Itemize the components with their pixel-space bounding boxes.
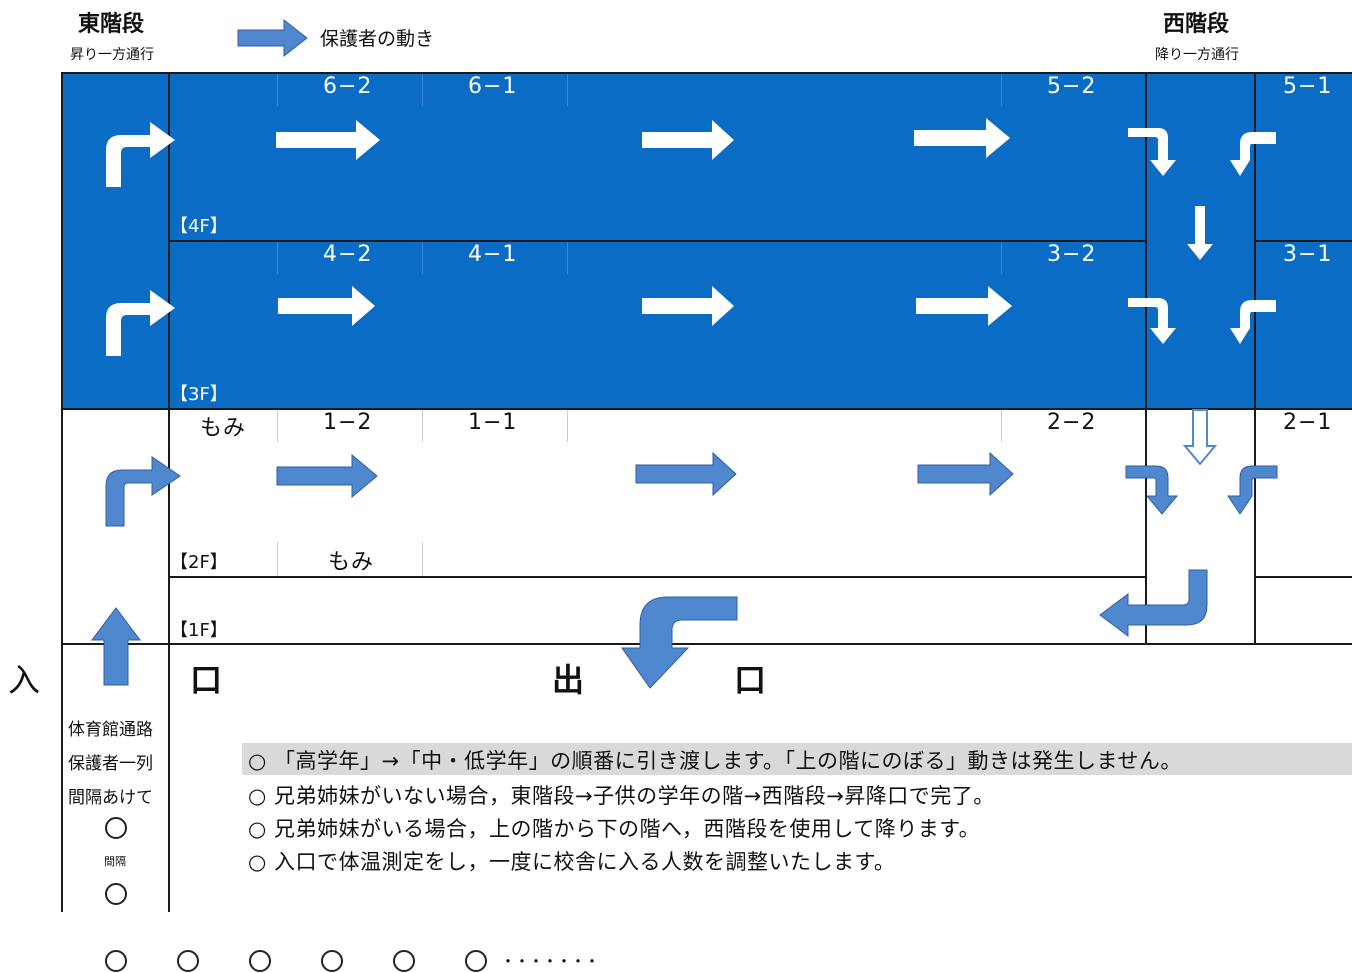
- west-stairs-left-wall: [1145, 72, 1147, 644]
- floor-label-1f: 【1F】: [170, 620, 228, 641]
- sidebar-line-1: 体育館通路: [68, 720, 153, 740]
- floor-divider-2-1-right: [1254, 576, 1352, 578]
- turn-up-right-arrow-icon: [106, 122, 175, 187]
- room-sep: [567, 242, 568, 274]
- east-stairs-title: 東階段: [78, 12, 145, 37]
- east-stairs-note: 昇り一方通行: [70, 47, 154, 63]
- note-4: ○ 入口で体温測定をし，一度に校舎に入る人数を調整いたします。: [248, 850, 896, 874]
- room-sep: [277, 410, 278, 442]
- sidebar-line-3: 間隔あけて: [68, 788, 153, 808]
- note-3: ○ 兄弟姉妹がいる場合，上の階から下の階へ，西階段を使用して降ります。: [248, 817, 981, 841]
- room-3-1: 3−1: [1283, 242, 1333, 267]
- right-arrow-icon: [917, 451, 1014, 497]
- room-sep: [277, 242, 278, 274]
- room-sep: [422, 542, 423, 576]
- room-sep: [277, 542, 278, 576]
- room-momi-2: もみ: [328, 550, 375, 575]
- queue-circle: [393, 950, 415, 972]
- room-4-2: 4−2: [323, 242, 373, 267]
- entrance-char: 入: [8, 661, 41, 699]
- entrance-mouth: 口: [190, 661, 223, 699]
- room-momi: もみ: [200, 416, 247, 441]
- room-sep: [1001, 242, 1002, 274]
- right-arrow-icon: [642, 120, 734, 160]
- legend-label: 保護者の動き: [320, 28, 435, 50]
- turn-down-left-arrow-icon: [1227, 465, 1278, 515]
- room-1-2: 1−2: [323, 410, 373, 435]
- room-sep: [422, 74, 423, 106]
- east-corridor-wall: [168, 72, 170, 912]
- room-sep: [567, 74, 568, 106]
- room-6-1: 6−1: [468, 74, 518, 99]
- turn-down-left-arrow-icon: [1230, 132, 1276, 176]
- room-sep: [277, 74, 278, 106]
- turn-down-arrow-icon: [1128, 298, 1176, 344]
- floor-divider-3-2: [62, 408, 1352, 410]
- floor-divider-4-3-right: [1254, 240, 1352, 242]
- west-stairs-title: 西階段: [1163, 12, 1230, 37]
- queue-circle: [465, 950, 487, 972]
- right-arrow-icon: [278, 286, 375, 326]
- sidebar-line-2: 保護者一列: [68, 754, 153, 774]
- turn-left-arrow-icon: [1099, 569, 1208, 637]
- west-stairs-note: 降り一方通行: [1155, 47, 1239, 63]
- right-arrow-icon: [276, 120, 380, 160]
- room-5-2: 5−2: [1047, 74, 1097, 99]
- turn-down-arrow-icon: [1125, 465, 1179, 515]
- west-stairs-right-wall: [1254, 72, 1256, 644]
- floor-divider-4-3: [168, 240, 1146, 242]
- floor-label-2f: 【2F】: [170, 552, 228, 573]
- room-5-1: 5−1: [1283, 74, 1333, 99]
- turn-down-left-arrow-icon: [1230, 300, 1276, 344]
- room-2-2: 2−2: [1047, 410, 1097, 435]
- room-2-1: 2−1: [1283, 410, 1333, 435]
- room-1-1: 1−1: [468, 410, 518, 435]
- ground-line: [62, 643, 1352, 645]
- right-arrow-icon: [916, 286, 1012, 326]
- exit-char: 出: [552, 661, 585, 699]
- room-sep: [422, 242, 423, 274]
- right-arrow-icon: [276, 453, 378, 499]
- room-sep: [1001, 74, 1002, 106]
- left-border: [61, 72, 63, 912]
- top-border: [62, 72, 1352, 74]
- down-arrow-icon: [1187, 206, 1213, 260]
- turn-down-arrow-icon: [621, 596, 738, 689]
- room-sep: [422, 410, 423, 442]
- floor-label-4f: 【4F】: [170, 216, 228, 237]
- room-6-2: 6−2: [323, 74, 373, 99]
- right-arrow-icon: [635, 451, 737, 497]
- floor-divider-2-1: [168, 576, 1146, 578]
- turn-up-right-arrow-icon: [106, 290, 175, 356]
- room-sep: [567, 410, 568, 442]
- queue-circle: [105, 950, 127, 972]
- note-2: ○ 兄弟姉妹がいない場合，東階段→子供の学年の階→西階段→昇降口で完了。: [248, 784, 995, 808]
- right-arrow-icon: [914, 118, 1010, 158]
- down-outline-arrow-icon: [1182, 409, 1218, 466]
- queue-circle: [177, 950, 199, 972]
- floor-label-3f: 【3F】: [170, 384, 228, 405]
- queue-circle: [249, 950, 271, 972]
- turn-up-right-arrow-icon: [105, 456, 181, 527]
- queue-circle: [105, 817, 127, 839]
- room-sep: [1001, 410, 1002, 442]
- room-4-1: 4−1: [468, 242, 518, 267]
- queue-circle: [321, 950, 343, 972]
- right-arrow-icon: [642, 286, 734, 326]
- note-1: ○ 「高学年」→「中・低学年」の順番に引き渡します。「上の階にのぼる」動きは発生…: [248, 749, 1182, 773]
- queue-circle: [105, 883, 127, 905]
- room-3-2: 3−2: [1047, 242, 1097, 267]
- turn-down-arrow-icon: [1128, 128, 1176, 176]
- sidebar-spacing: 間隔: [104, 855, 126, 868]
- queue-dots: ・・・・・・・: [500, 952, 600, 971]
- note-highlight: [242, 743, 1352, 775]
- exit-mouth: 口: [734, 661, 767, 699]
- legend-arrow-icon: [237, 18, 308, 58]
- up-arrow-icon: [91, 607, 141, 686]
